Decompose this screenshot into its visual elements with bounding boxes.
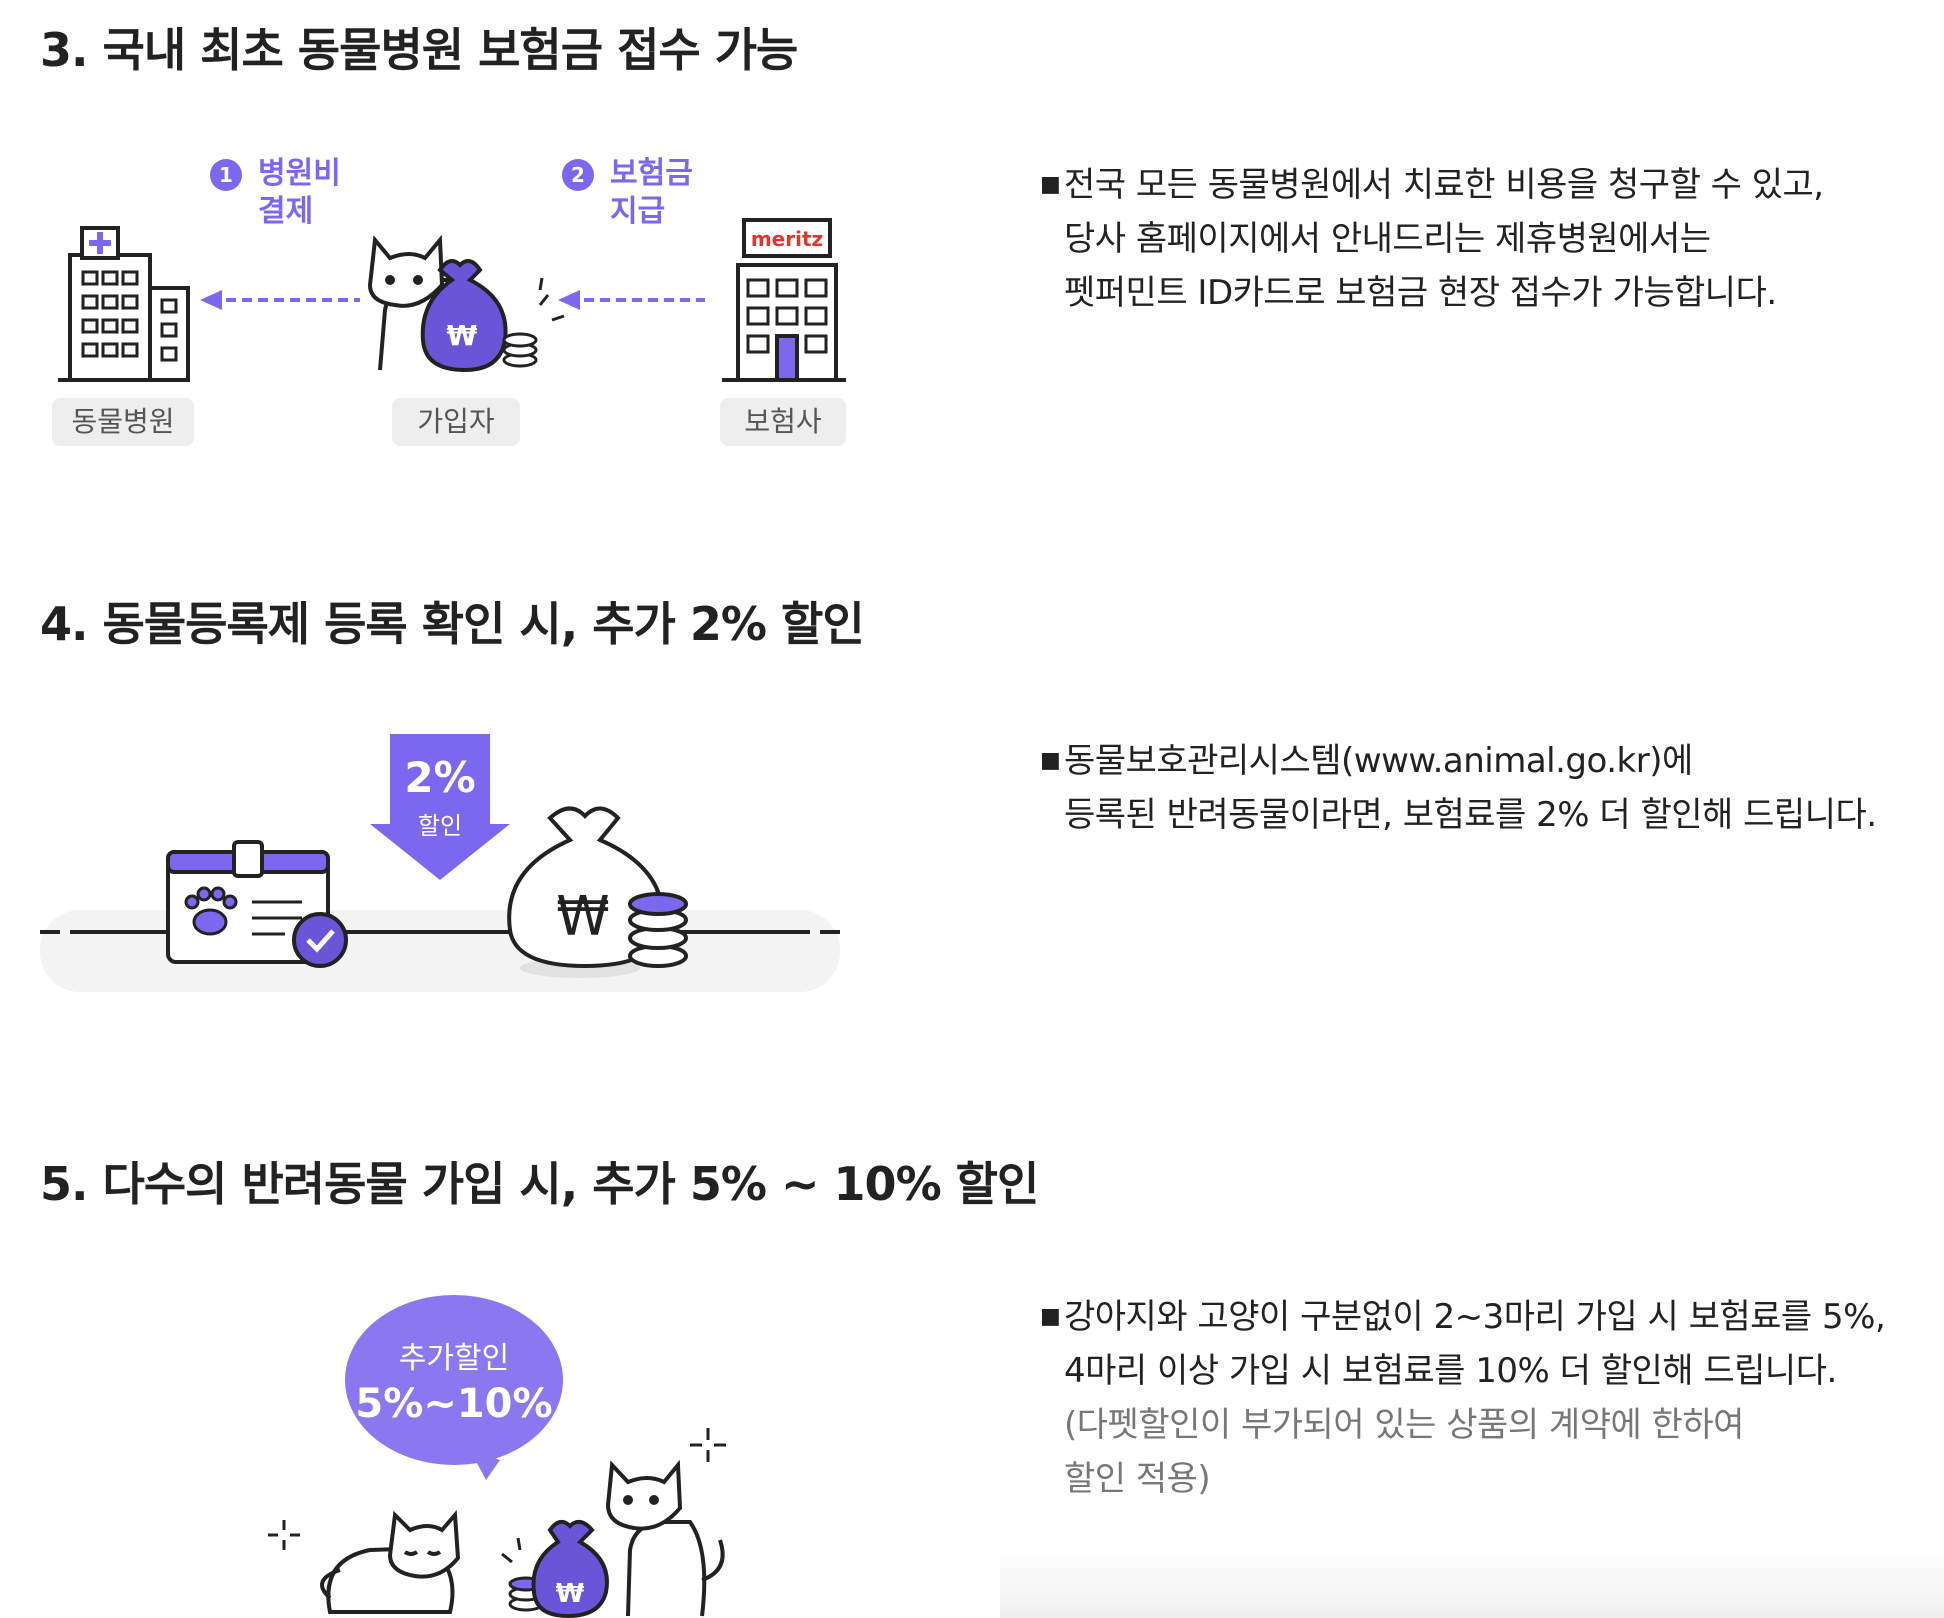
section-5-title: 5. 다수의 반려동물 가입 시, 추가 5% ~ 10% 할인	[40, 1157, 1039, 1211]
section-3-description: ■ 전국 모든 동물병원에서 치료한 비용을 청구할 수 있고, 당사 홈페이지…	[1040, 158, 1920, 320]
label-subscriber: 가입자	[392, 398, 520, 446]
money-bag-icon: ₩	[531, 1519, 609, 1618]
sparkle-icon	[268, 1428, 726, 1550]
footnote: (다펫할인이 부가되어 있는 상품의 계약에 한하여	[1064, 1405, 1744, 1445]
registration-discount-illustration: 2% 할인 ₩	[40, 734, 840, 992]
cat-icon	[605, 1459, 725, 1617]
step-1-number-icon: 1	[210, 159, 242, 191]
bottom-fade	[1000, 1548, 1944, 1618]
pet-id-card-icon	[166, 840, 330, 964]
bullet-icon: ■	[1040, 1304, 1061, 1329]
multi-pet-illustration: ₩	[268, 1428, 726, 1618]
arrow-left-icon	[558, 290, 705, 310]
claim-flow-illustration: ₩ meritz	[58, 218, 846, 382]
coin-stack-icon	[628, 892, 688, 968]
insurer-building-icon: meritz	[722, 218, 846, 382]
label-animal-hospital: 동물병원	[52, 398, 194, 446]
svg-text:₩: ₩	[556, 1579, 585, 1609]
arrow-left-icon	[200, 290, 360, 310]
check-icon	[292, 912, 348, 968]
section-3-title: 3. 국내 최초 동물병원 보험금 접수 가능	[40, 23, 798, 77]
additional-discount-bubble: 추가할인 5%~10%	[345, 1295, 563, 1465]
money-bag-icon: ₩	[507, 806, 665, 978]
footnote: 할인 적용)	[1064, 1459, 1211, 1499]
step-2-label: 2 보험금 지급	[562, 155, 693, 231]
hospital-icon	[58, 226, 190, 382]
coin-stack-icon	[502, 332, 538, 368]
step-1-label: 1 병원비 결제	[210, 155, 341, 231]
bullet-icon: ■	[1040, 748, 1061, 773]
bullet-icon: ■	[1040, 172, 1061, 197]
svg-text:₩: ₩	[556, 885, 609, 948]
svg-text:2%: 2%	[404, 753, 475, 802]
svg-text:₩: ₩	[447, 319, 478, 352]
meritz-logo: meritz	[751, 227, 823, 251]
section-4-description: ■ 동물보호관리시스템(www.animal.go.kr)에 등록된 반려동물이…	[1040, 734, 1920, 842]
step-2-number-icon: 2	[562, 159, 594, 191]
label-insurer: 보험사	[720, 398, 846, 446]
cat-icon	[320, 1510, 461, 1614]
discount-arrow-icon: 2% 할인	[370, 734, 510, 880]
paw-icon	[184, 886, 238, 936]
section-5-description: ■ 강아지와 고양이 구분없이 2~3마리 가입 시 보험료를 5%, 4마리 …	[1040, 1290, 1920, 1506]
svg-text:할인: 할인	[418, 812, 462, 840]
section-4-title: 4. 동물등록제 등록 확인 시, 추가 2% 할인	[40, 597, 865, 651]
